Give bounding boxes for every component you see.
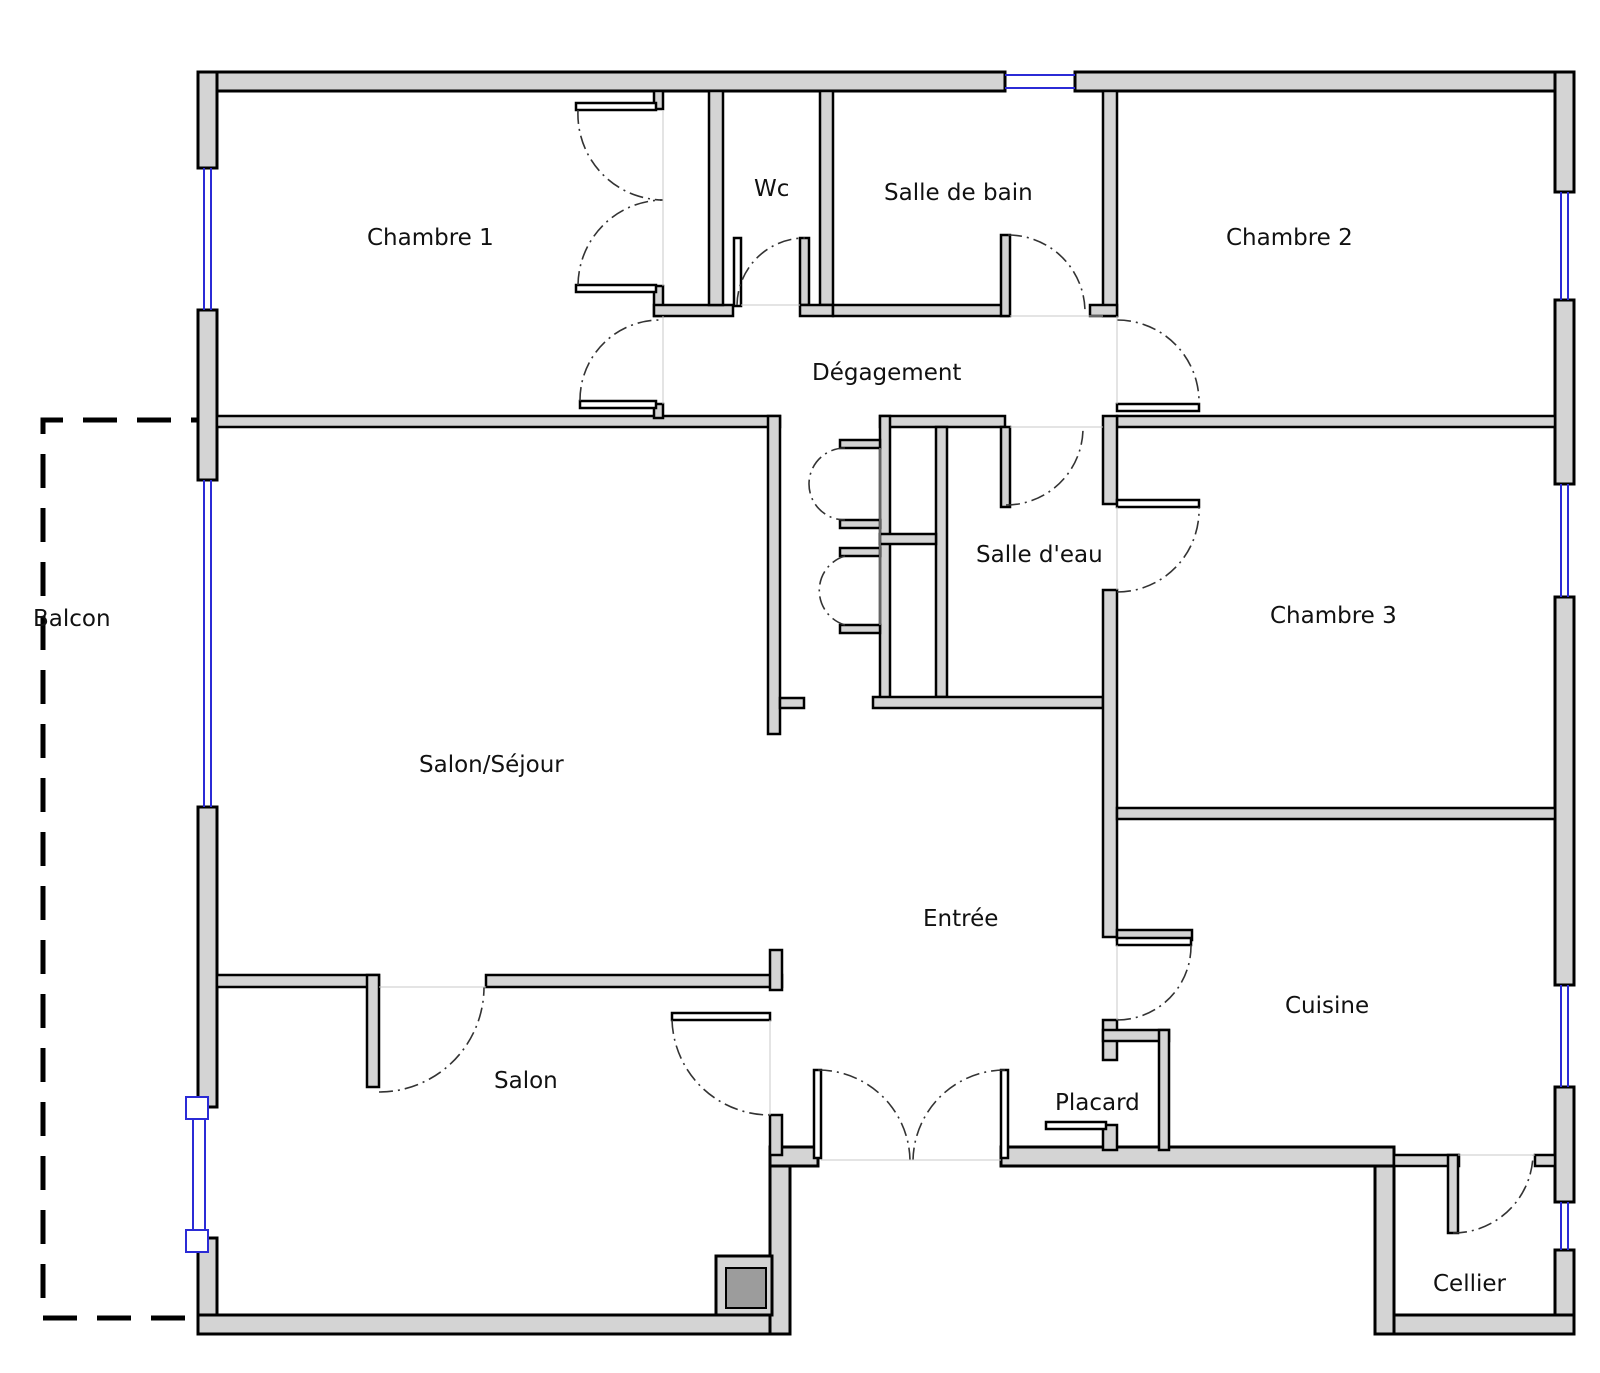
interior-walls bbox=[215, 89, 1557, 1235]
label-chambre-3: Chambre 3 bbox=[1270, 603, 1397, 629]
label-entree: Entrée bbox=[923, 906, 998, 932]
label-salon-sejour: Salon/Séjour bbox=[419, 752, 564, 778]
label-cuisine: Cuisine bbox=[1285, 993, 1369, 1019]
balcony-outline bbox=[40, 417, 210, 1321]
label-salon: Salon bbox=[494, 1068, 558, 1094]
label-cellier: Cellier bbox=[1433, 1271, 1507, 1297]
label-chambre-2: Chambre 2 bbox=[1226, 225, 1353, 251]
label-chambre-1: Chambre 1 bbox=[367, 225, 494, 251]
room-labels: Chambre 1 Wc Salle de bain Chambre 2 Dég… bbox=[33, 176, 1507, 1297]
door-leaves bbox=[574, 101, 1201, 1160]
label-degagement: Dégagement bbox=[812, 360, 961, 386]
label-salle-deau: Salle d'eau bbox=[976, 542, 1103, 568]
exterior-walls bbox=[196, 70, 1576, 1336]
label-salle-de-bain: Salle de bain bbox=[884, 180, 1033, 206]
door-openings bbox=[379, 110, 1535, 1161]
door-swings bbox=[378, 109, 1534, 1234]
label-balcon: Balcon bbox=[33, 606, 111, 632]
label-placard: Placard bbox=[1055, 1090, 1140, 1116]
windows bbox=[185, 74, 1569, 1253]
label-wc: Wc bbox=[754, 176, 789, 202]
